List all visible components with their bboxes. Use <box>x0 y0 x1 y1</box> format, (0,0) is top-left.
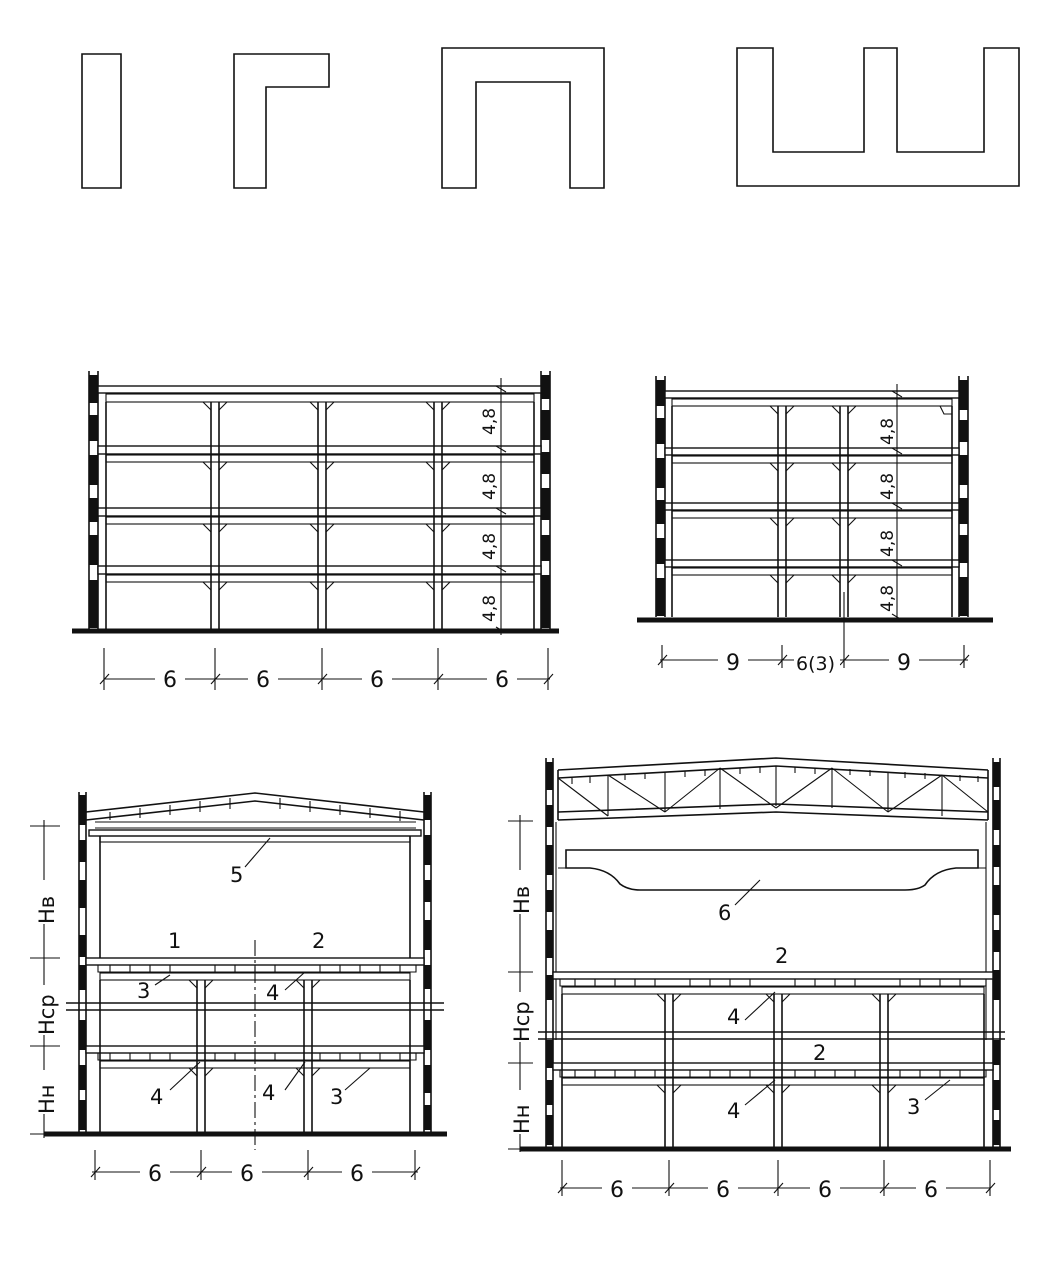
height-label: 4,8 <box>878 473 898 500</box>
height-label: 4,8 <box>480 533 500 560</box>
section-d: Hв Hср Hн 6 2 4 2 4 3 6 6 6 6 <box>508 757 1011 1203</box>
callout-labels-d: 6 2 4 2 4 3 <box>718 901 920 1123</box>
callout-label: 3 <box>137 979 150 1003</box>
span-label: 6 <box>370 668 384 693</box>
callout-label: 3 <box>907 1095 920 1119</box>
callout-label: 2 <box>775 944 788 968</box>
plan-shapes <box>81 47 1020 189</box>
span-label: 6 <box>148 1162 162 1187</box>
span-label: 6(3) <box>796 653 835 675</box>
level-label: Hср <box>35 994 59 1035</box>
height-label: 4,8 <box>878 585 898 612</box>
height-labels-a: 4,8 4,8 4,8 4,8 <box>480 408 500 622</box>
callout-label: 3 <box>330 1085 343 1109</box>
callout-label: 5 <box>230 863 243 887</box>
wall-hatch-a <box>89 375 550 628</box>
callout-labels-c: 1 2 3 4 4 4 3 5 <box>137 863 343 1109</box>
span-label: 6 <box>163 668 177 693</box>
level-label: Hср <box>510 1001 534 1042</box>
height-label: 4,8 <box>878 530 898 557</box>
span-label: 6 <box>495 668 509 693</box>
level-label: Hв <box>35 896 59 924</box>
height-labels-b: 4,8 4,8 4,8 4,8 <box>878 418 898 612</box>
callout-label: 1 <box>168 929 181 953</box>
level-label: Hв <box>510 886 534 914</box>
span-label: 6 <box>240 1162 254 1187</box>
span-label: 9 <box>726 651 740 676</box>
callout-label: 6 <box>718 901 731 925</box>
span-label: 9 <box>897 651 911 676</box>
height-label: 4,8 <box>878 418 898 445</box>
span-labels-c: 6 6 6 <box>140 1160 372 1187</box>
span-label: 6 <box>256 668 270 693</box>
plan-shape-p <box>441 47 605 189</box>
span-label: 6 <box>350 1162 364 1187</box>
span-label: 6 <box>924 1178 938 1203</box>
section-c: Hв Hср Hн 1 2 3 4 4 4 3 5 6 6 <box>30 792 447 1187</box>
section-a: 4,8 4,8 4,8 4,8 6 6 6 6 <box>72 371 559 693</box>
span-label: 6 <box>716 1178 730 1203</box>
height-label: 4,8 <box>480 408 500 435</box>
plan-shape-g <box>233 53 330 189</box>
section-b: 4,8 4,8 4,8 4,8 9 6(3) 9 <box>637 376 993 676</box>
level-label: Hн <box>510 1104 534 1134</box>
callout-label: 2 <box>312 929 325 953</box>
level-labels-c: Hв Hср Hн <box>32 880 59 1114</box>
span-labels-d: 6 6 6 6 <box>602 1176 946 1203</box>
height-label: 4,8 <box>480 595 500 622</box>
span-label: 6 <box>818 1178 832 1203</box>
height-label: 4,8 <box>480 473 500 500</box>
wall-hatch-b <box>656 380 968 616</box>
span-labels-b: 9 6(3) 9 <box>718 648 919 676</box>
callout-label: 4 <box>262 1081 275 1105</box>
level-labels-d: Hв Hср Hн <box>508 870 534 1134</box>
callout-label: 4 <box>727 1099 740 1123</box>
level-label: Hн <box>35 1084 59 1114</box>
span-label: 6 <box>610 1178 624 1203</box>
callout-label: 4 <box>150 1085 163 1109</box>
plan-shape-i <box>81 53 122 189</box>
span-labels-a: 6 6 6 6 <box>155 666 517 693</box>
callout-label: 4 <box>727 1005 740 1029</box>
callout-label: 4 <box>266 981 279 1005</box>
plan-shape-sh <box>736 47 1020 187</box>
callout-label: 2 <box>813 1041 826 1065</box>
